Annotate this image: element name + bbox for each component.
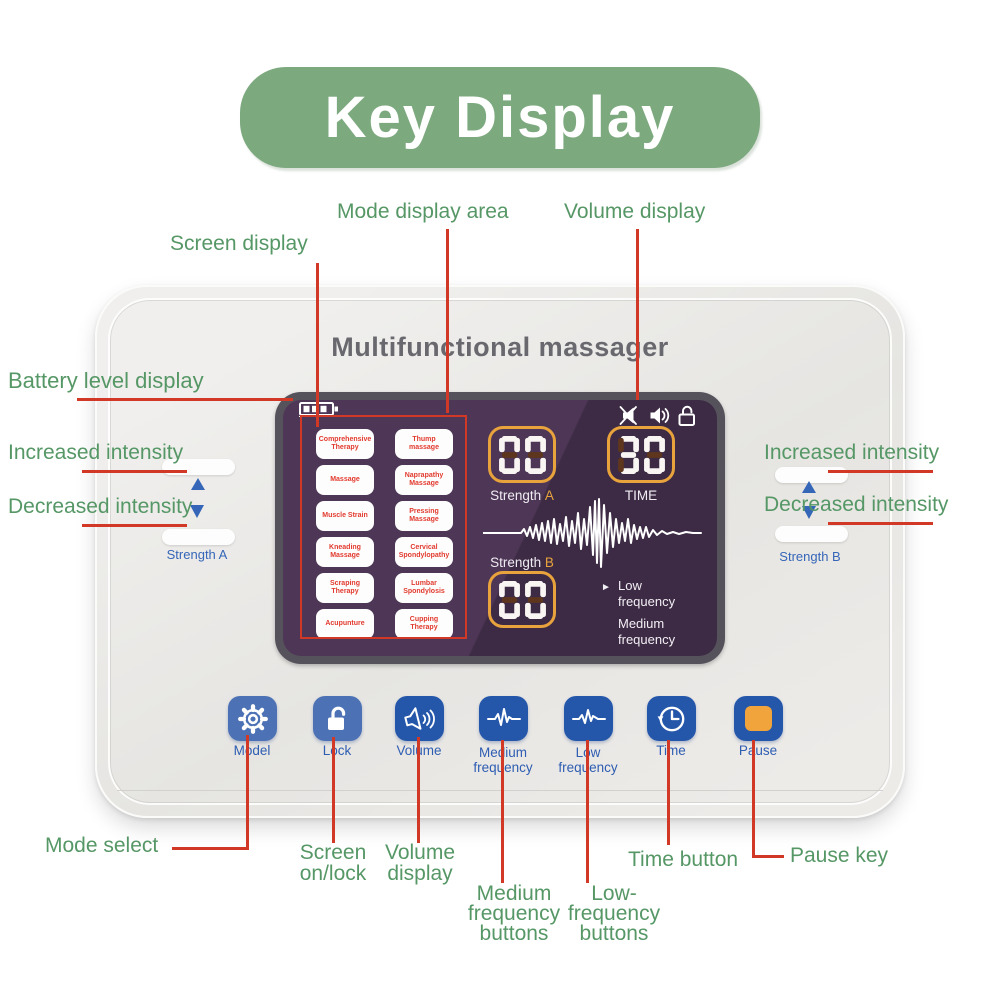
pause-button-label: Pause bbox=[738, 743, 778, 758]
waveform-graphic bbox=[483, 498, 702, 568]
annotation-line bbox=[586, 740, 589, 883]
model-button[interactable] bbox=[228, 696, 277, 741]
label-screen-onlock: Screen on/lock bbox=[299, 841, 367, 885]
annotation-line bbox=[77, 398, 293, 401]
up-arrow-icon bbox=[802, 481, 816, 493]
battery-underline bbox=[299, 415, 344, 417]
strength-a-label: Strength A bbox=[490, 488, 554, 503]
annotation-underline bbox=[82, 470, 187, 473]
label-decreased-intensity-right: Decreased intensity bbox=[764, 493, 949, 516]
label-decreased-intensity-left: Decreased intensity bbox=[8, 495, 193, 518]
down-arrow-icon bbox=[802, 506, 816, 519]
gear-icon bbox=[237, 703, 268, 734]
annotation-underline bbox=[82, 524, 187, 527]
strength-b-side-label: Strength B bbox=[779, 549, 841, 564]
muted-speaker-icon bbox=[619, 406, 637, 425]
screen-bezel: Comprehensive Therapy Thump massage Mass… bbox=[275, 392, 725, 664]
pulse-icon bbox=[486, 707, 521, 726]
annotation-line bbox=[172, 847, 249, 850]
screen: Comprehensive Therapy Thump massage Mass… bbox=[283, 400, 717, 656]
time-display bbox=[607, 426, 675, 483]
volume-button[interactable] bbox=[395, 696, 444, 741]
medium-frequency-button[interactable] bbox=[479, 696, 528, 741]
label-low-frequency-buttons: Low- frequency buttons bbox=[567, 882, 661, 945]
annotation-line bbox=[752, 740, 755, 858]
mode-button[interactable]: Cupping Therapy bbox=[395, 609, 453, 639]
lock-button[interactable] bbox=[313, 696, 362, 741]
strength-b-label: Strength B bbox=[490, 555, 554, 570]
unlock-icon bbox=[678, 405, 695, 426]
pause-icon bbox=[745, 706, 772, 731]
label-time-button: Time button bbox=[628, 848, 739, 871]
low-frequency-button[interactable] bbox=[564, 696, 613, 741]
mode-button[interactable]: Scraping Therapy bbox=[316, 573, 374, 603]
label-mode-select: Mode select bbox=[45, 834, 159, 857]
pause-button[interactable] bbox=[734, 696, 783, 741]
massager-device: Multifunctional massager Strength A Stre… bbox=[95, 285, 905, 818]
label-volume-display-bottom: Volume display bbox=[384, 841, 456, 885]
mode-list: Comprehensive Therapy Thump massage Mass… bbox=[316, 429, 453, 639]
annotation-line bbox=[636, 229, 639, 400]
frequency-legend: ► Low frequency Medium frequency bbox=[601, 578, 676, 647]
pulse-icon bbox=[571, 708, 606, 724]
annotation-line bbox=[501, 740, 504, 883]
open-lock-icon bbox=[327, 706, 345, 730]
annotation-line bbox=[316, 263, 319, 427]
clock-icon bbox=[657, 706, 684, 731]
banner-title: Key Display bbox=[324, 85, 676, 150]
label-battery-level: Battery level display bbox=[8, 368, 204, 393]
device-title: Multifunctional massager bbox=[331, 332, 669, 362]
mode-button[interactable]: Massage bbox=[316, 465, 374, 495]
time-button[interactable] bbox=[647, 696, 696, 741]
speaker-icon bbox=[650, 407, 670, 424]
annotation-line bbox=[752, 855, 784, 858]
mode-button[interactable]: Acupunture bbox=[316, 609, 374, 639]
strength-b-down-button[interactable] bbox=[775, 526, 848, 542]
strength-a-side-label: Strength A bbox=[166, 547, 228, 562]
up-arrow-icon bbox=[191, 478, 205, 490]
mode-button[interactable]: Lumbar Spondylosis bbox=[395, 573, 453, 603]
label-increased-intensity-left: Increased intensity bbox=[8, 441, 184, 464]
annotation-underline bbox=[828, 522, 933, 525]
mode-button[interactable]: Muscle Strain bbox=[316, 501, 374, 531]
annotation-line bbox=[332, 737, 335, 843]
strength-b-display bbox=[488, 571, 556, 628]
label-screen-display: Screen display bbox=[170, 232, 308, 255]
label-volume-display-top: Volume display bbox=[564, 200, 706, 223]
lock-button-label: Lock bbox=[322, 743, 352, 758]
label-medium-frequency-buttons: Medium frequency buttons bbox=[467, 882, 561, 945]
mode-button[interactable]: Naprapathy Massage bbox=[395, 465, 453, 495]
mode-button[interactable]: Cervical Spondylopathy bbox=[395, 537, 453, 567]
annotation-line bbox=[246, 735, 249, 849]
label-increased-intensity-right: Increased intensity bbox=[764, 441, 940, 464]
annotation-line bbox=[667, 740, 670, 845]
down-arrow-icon bbox=[190, 505, 204, 518]
annotation-line bbox=[417, 737, 420, 843]
mode-button[interactable]: Kneading Massage bbox=[316, 537, 374, 567]
time-label: TIME bbox=[624, 488, 658, 503]
label-pause-key: Pause key bbox=[790, 844, 889, 867]
device-bevel-line bbox=[117, 790, 883, 791]
battery-icon bbox=[299, 402, 338, 416]
mode-button[interactable]: Pressing Massage bbox=[395, 501, 453, 531]
model-button-label: Model bbox=[233, 743, 271, 758]
strength-a-down-button[interactable] bbox=[162, 529, 235, 545]
label-mode-display-area: Mode display area bbox=[337, 200, 509, 223]
annotation-underline bbox=[828, 470, 933, 473]
time-button-label: Time bbox=[656, 743, 686, 758]
banner: Key Display bbox=[240, 67, 760, 168]
pointer-triangle-icon: ► bbox=[601, 582, 611, 593]
speaker-waves-icon bbox=[403, 706, 435, 730]
annotation-line bbox=[446, 229, 449, 413]
mode-button[interactable]: Comprehensive Therapy bbox=[316, 429, 374, 459]
mode-button[interactable]: Thump massage bbox=[395, 429, 453, 459]
strength-a-display bbox=[488, 426, 556, 483]
